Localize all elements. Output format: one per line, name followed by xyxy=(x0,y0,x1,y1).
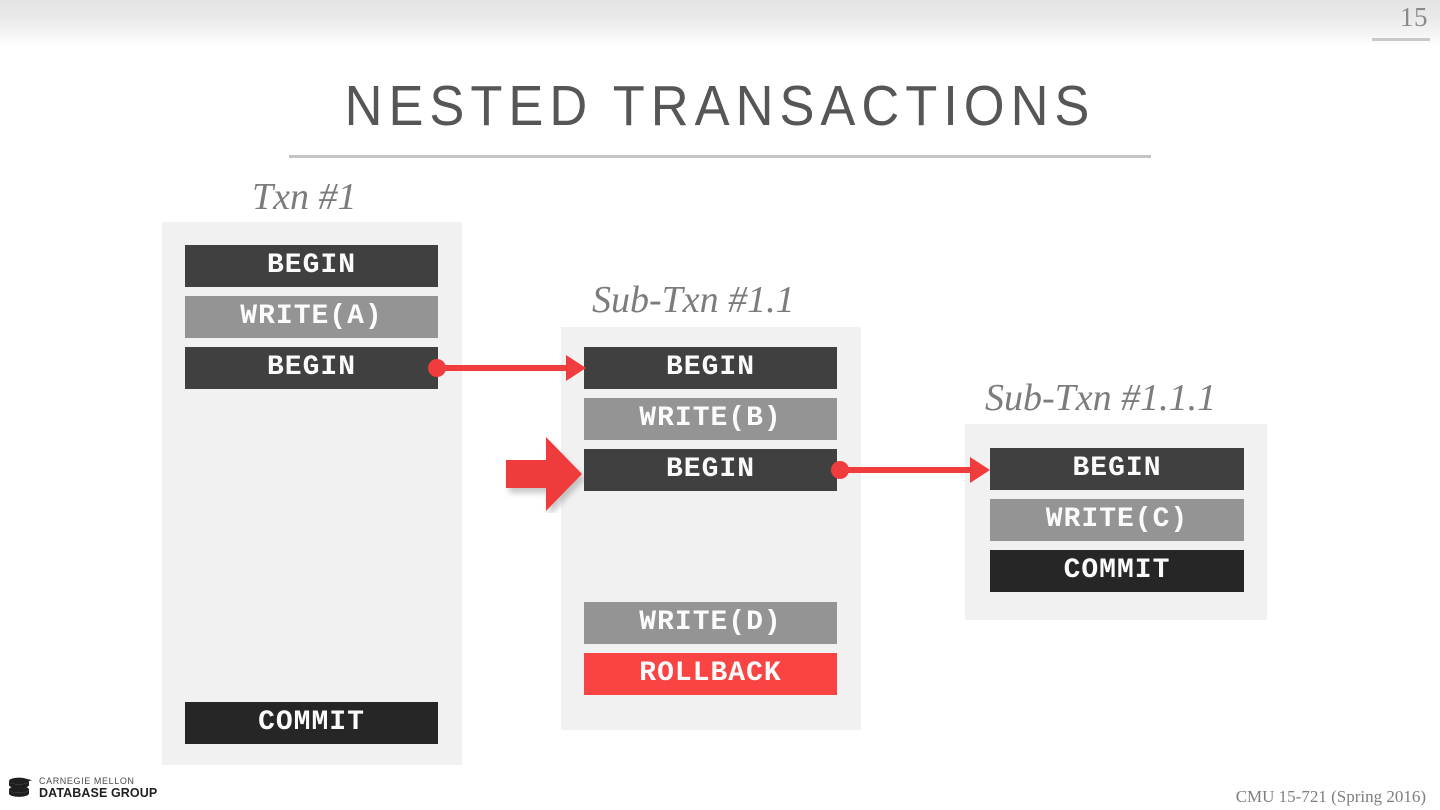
arrow-subtxn11-to-subtxn111 xyxy=(831,457,990,483)
page-number-rule xyxy=(1372,38,1430,41)
op-write-d[interactable]: WRITE(D) xyxy=(584,602,837,644)
page-number: 15 xyxy=(1400,2,1428,32)
panel-label-subtxn11: Sub-Txn #1.1 xyxy=(592,279,795,321)
op-write-b[interactable]: WRITE(B) xyxy=(584,398,837,440)
arrow-txn1-to-subtxn11 xyxy=(428,355,586,381)
page-title: NESTED TRANSACTIONS xyxy=(344,74,1096,138)
op-begin-txn1-2[interactable]: BEGIN xyxy=(185,347,438,389)
arrow-head-icon xyxy=(970,457,990,483)
arrow-shaft xyxy=(838,467,970,473)
op-rollback-subtxn11[interactable]: ROLLBACK xyxy=(584,653,837,695)
cmu-database-group-logo: CARNEGIE MELLON DATABASE GROUP xyxy=(8,777,157,800)
op-write-c[interactable]: WRITE(C) xyxy=(990,499,1244,541)
op-commit-txn1[interactable]: COMMIT xyxy=(185,702,438,744)
logo-line-database-group: DATABASE GROUP xyxy=(39,786,158,800)
top-gradient-band xyxy=(0,0,1440,46)
arrow-shaft xyxy=(435,365,566,371)
op-begin-txn1-1[interactable]: BEGIN xyxy=(185,245,438,287)
op-begin-subtxn111[interactable]: BEGIN xyxy=(990,448,1244,490)
logo-wordmark: CARNEGIE MELLON DATABASE GROUP xyxy=(39,777,157,800)
panel-label-txn1: Txn #1 xyxy=(252,176,357,218)
logo-line-carnegie-mellon: CARNEGIE MELLON xyxy=(39,776,135,786)
panel-subtxn11: BEGIN WRITE(B) BEGIN WRITE(D) ROLLBACK xyxy=(561,327,861,730)
arrow-head-icon xyxy=(566,355,586,381)
panel-txn1: BEGIN WRITE(A) BEGIN COMMIT xyxy=(162,222,462,765)
op-begin-subtxn11-1[interactable]: BEGIN xyxy=(584,347,837,389)
panel-subtxn111: BEGIN WRITE(C) COMMIT xyxy=(965,424,1267,620)
op-commit-subtxn111[interactable]: COMMIT xyxy=(990,550,1244,592)
course-footer-text: CMU 15-721 (Spring 2016) xyxy=(1235,787,1426,806)
pointer-block-arrow-icon xyxy=(504,435,584,513)
database-cylinder-icon xyxy=(9,777,32,798)
op-write-a[interactable]: WRITE(A) xyxy=(185,296,438,338)
op-begin-subtxn11-2[interactable]: BEGIN xyxy=(584,449,837,491)
panel-label-subtxn111: Sub-Txn #1.1.1 xyxy=(985,377,1217,419)
title-underline-rule xyxy=(289,155,1151,158)
